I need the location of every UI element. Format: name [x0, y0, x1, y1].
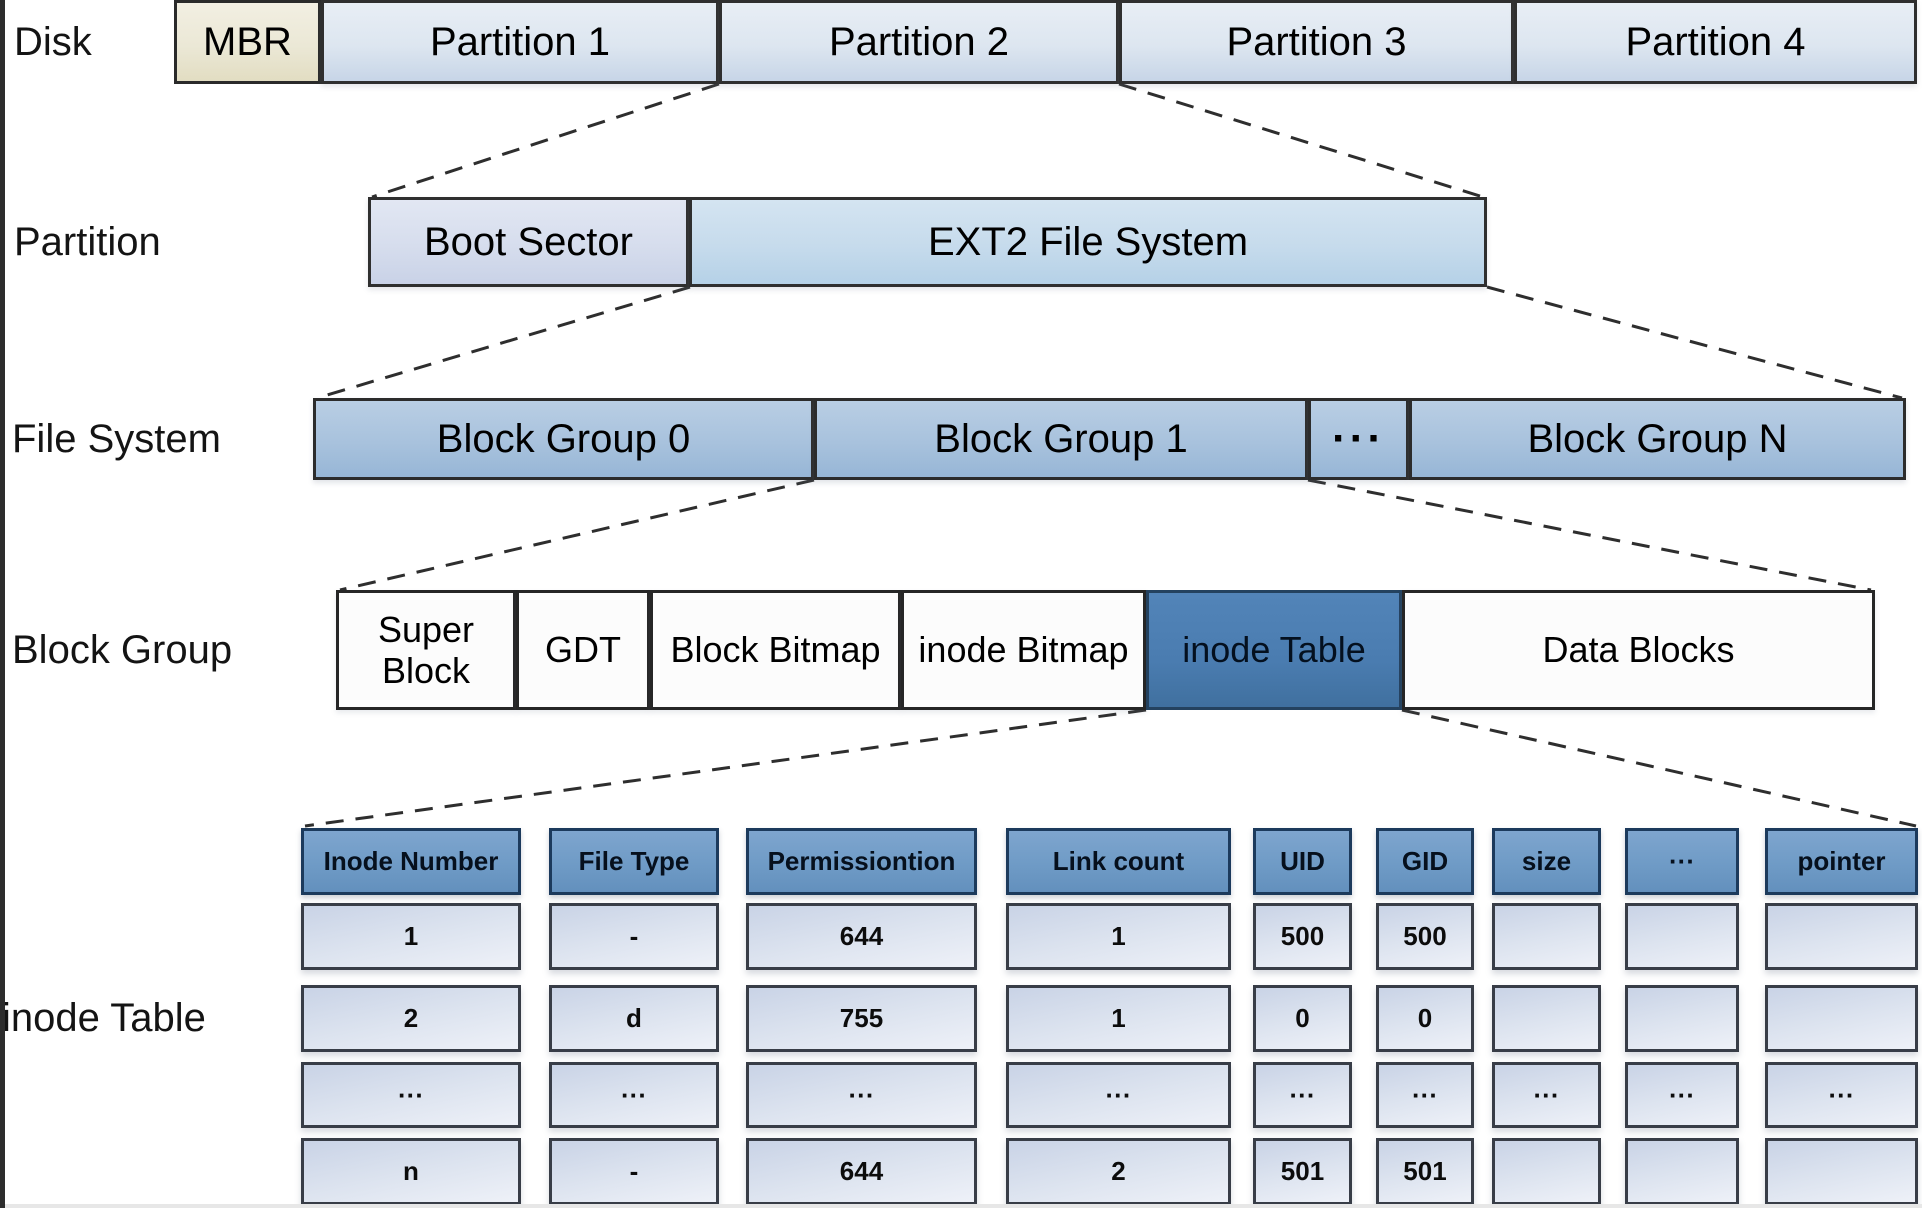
filesystem-segment-blockgroup0: Block Group 0: [313, 398, 814, 480]
inode-cell: [1765, 985, 1918, 1052]
connector-inodetable-to-header-right: [1401, 708, 1917, 828]
connector-partition2-to-ext2: [1118, 82, 1484, 199]
inode-cell: ···: [1376, 1062, 1474, 1128]
inode-cell: 501: [1376, 1138, 1474, 1205]
frame-bottom-edge: [5, 1204, 1922, 1208]
inode-cell: ···: [1253, 1062, 1352, 1128]
blockgroup-segment-superblock: Super Block: [336, 590, 516, 710]
blockgroup-segment-inodetable: inode Table: [1146, 590, 1402, 710]
inode-cell: ···: [549, 1062, 719, 1128]
connector-ext2-to-blockgroupN: [1486, 285, 1903, 400]
connector-inodetable-to-header-left: [304, 708, 1147, 828]
disk-segment-mbr: MBR: [174, 0, 321, 84]
inode-header-uid: UID: [1253, 828, 1352, 895]
connector-ext2-to-blockgroup0: [316, 285, 691, 400]
inode-header-pointer: pointer: [1765, 828, 1918, 895]
inode-cell: -: [549, 1138, 719, 1205]
inode-cell: [1765, 903, 1918, 970]
inode-cell: ···: [1492, 1062, 1601, 1128]
inode-cell: 1: [1006, 985, 1231, 1052]
disk-segment-partition3: Partition 3: [1119, 0, 1514, 84]
partition-segment-boot-sector: Boot Sector: [368, 197, 689, 287]
filesystem-segment-blockgroupN: Block Group N: [1409, 398, 1906, 480]
inode-cell: [1492, 985, 1601, 1052]
filesystem-segment-ellipsis: ···: [1308, 398, 1409, 480]
inode-cell: ···: [746, 1062, 977, 1128]
inode-cell: [1492, 903, 1601, 970]
disk-segment-partition2: Partition 2: [719, 0, 1119, 84]
inode-cell: [1492, 1138, 1601, 1205]
inode-cell: 501: [1253, 1138, 1352, 1205]
inode-cell: 0: [1376, 985, 1474, 1052]
inode-cell: ···: [301, 1062, 521, 1128]
inode-header-size: size: [1492, 828, 1601, 895]
inode-header-inode-number: Inode Number: [301, 828, 521, 895]
inode-cell: 2: [1006, 1138, 1231, 1205]
disk-segment-partition1: Partition 1: [321, 0, 719, 84]
inode-cell: 0: [1253, 985, 1352, 1052]
inode-cell: [1625, 1138, 1739, 1205]
inode-table-row-label: inode Table: [2, 996, 206, 1040]
inode-cell: ···: [1765, 1062, 1918, 1128]
inode-cell: ···: [1006, 1062, 1231, 1128]
inode-cell: [1625, 985, 1739, 1052]
connector-blockgroup-to-superblock: [339, 478, 815, 592]
inode-cell: ···: [1625, 1062, 1739, 1128]
connector-partition2-to-bootsector: [371, 82, 720, 199]
partition-segment-ext2: EXT2 File System: [689, 197, 1487, 287]
filesystem-segment-blockgroup1: Block Group 1: [814, 398, 1308, 480]
disk-segment-partition4: Partition 4: [1514, 0, 1917, 84]
inode-cell: 644: [746, 903, 977, 970]
inode-cell: 1: [301, 903, 521, 970]
disk-row-label: Disk: [14, 19, 92, 64]
inode-cell: [1765, 1138, 1918, 1205]
inode-header-link-count: Link count: [1006, 828, 1231, 895]
blockgroup-segment-inodebitmap: inode Bitmap: [901, 590, 1146, 710]
inode-cell: 644: [746, 1138, 977, 1205]
inode-cell: n: [301, 1138, 521, 1205]
inode-cell: d: [549, 985, 719, 1052]
filesystem-row-label: File System: [12, 416, 221, 461]
inode-cell: 1: [1006, 903, 1231, 970]
inode-header-permission: Permissiontion: [746, 828, 977, 895]
blockgroup-row-label: Block Group: [12, 627, 233, 672]
connector-blockgroup-to-datablocks: [1307, 478, 1872, 592]
inode-header-file-type: File Type: [549, 828, 719, 895]
blockgroup-segment-datablocks: Data Blocks: [1402, 590, 1875, 710]
inode-cell: 755: [746, 985, 977, 1052]
inode-cell: 500: [1376, 903, 1474, 970]
inode-header-ellipsis: ···: [1625, 828, 1739, 895]
inode-cell: -: [549, 903, 719, 970]
inode-cell: 500: [1253, 903, 1352, 970]
frame-left-edge: [0, 0, 5, 1208]
inode-cell: 2: [301, 985, 521, 1052]
blockgroup-segment-gdt: GDT: [516, 590, 650, 710]
inode-header-gid: GID: [1376, 828, 1474, 895]
partition-row-label: Partition: [14, 219, 161, 264]
inode-cell: [1625, 903, 1739, 970]
blockgroup-segment-blockbitmap: Block Bitmap: [650, 590, 901, 710]
